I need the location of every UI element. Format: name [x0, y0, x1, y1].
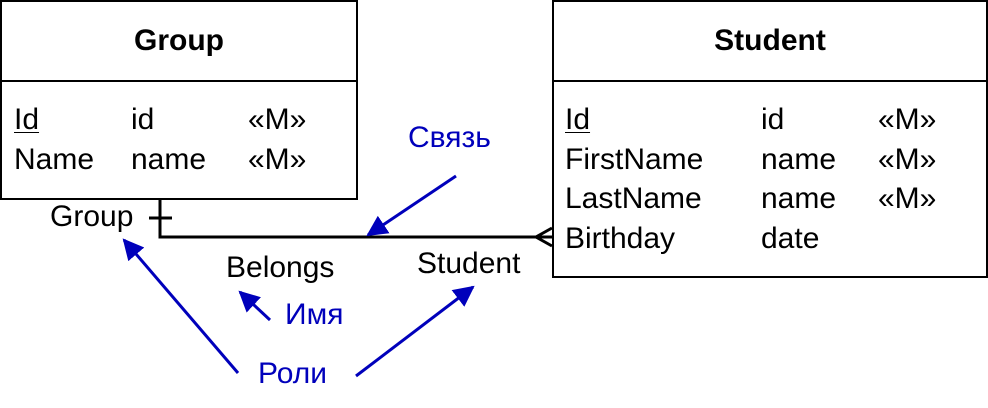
attribute-modifier: «M»	[878, 182, 937, 215]
attribute-domain: id	[131, 103, 155, 136]
role-label-group: Group	[50, 200, 134, 233]
entity-student[interactable]: Student Id id «M» FirstName name «M» Las…	[552, 0, 988, 278]
relationship-name: Belongs	[226, 251, 335, 284]
annotation-roles: Роли	[258, 357, 327, 390]
attribute-domain: id	[761, 103, 785, 136]
attribute-modifier: «M»	[248, 143, 307, 176]
entity-student-title: Student	[554, 2, 986, 82]
attribute-domain: name	[761, 143, 837, 176]
attribute-name: FirstName	[565, 143, 704, 176]
annotation-link: Связь	[408, 121, 491, 154]
arrow-link	[366, 174, 457, 237]
attribute-row: Birthday date	[554, 219, 986, 259]
attribute-domain: date	[761, 222, 820, 255]
role-label-student: Student	[417, 247, 521, 280]
attribute-name: Name	[14, 143, 95, 176]
attribute-row: Id id «M»	[554, 100, 986, 140]
attribute-domain: name	[761, 182, 837, 215]
attribute-row: Name name «M»	[2, 140, 356, 180]
attribute-row: FirstName name «M»	[554, 140, 986, 180]
attribute-modifier: «M»	[878, 103, 937, 136]
attribute-modifier: «M»	[878, 143, 937, 176]
arrow-name	[238, 290, 272, 322]
annotation-name: Имя	[285, 298, 344, 331]
relationship-line	[158, 200, 552, 239]
arrow-role-group	[122, 238, 240, 374]
attribute-name: LastName	[565, 182, 702, 215]
attribute-row: LastName name «M»	[554, 179, 986, 219]
arrow-role-student	[355, 285, 475, 378]
attribute-name: Birthday	[565, 222, 676, 255]
attribute-domain: name	[131, 143, 207, 176]
attribute-name: Id	[14, 103, 40, 136]
attribute-row: Id id «M»	[2, 100, 356, 140]
entity-group-title: Group	[2, 2, 356, 82]
attribute-name: Id	[565, 103, 591, 136]
cardinality-many-mark	[532, 226, 553, 248]
entity-group[interactable]: Group Id id «M» Name name «M»	[0, 0, 358, 200]
attribute-modifier: «M»	[248, 103, 307, 136]
